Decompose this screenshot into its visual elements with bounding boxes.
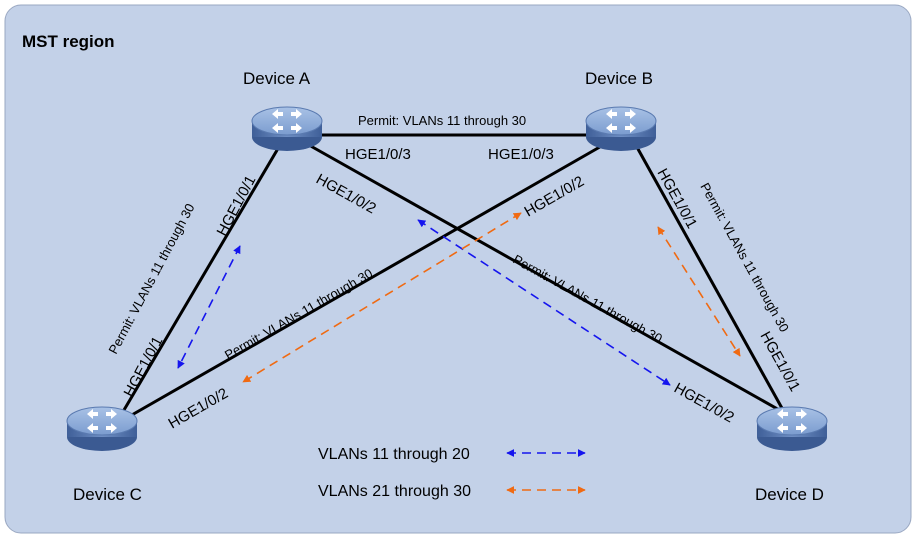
device-d-router-icon — [756, 406, 828, 452]
region-title: MST region — [22, 32, 115, 51]
port-b-to-a: HGE1/0/3 — [488, 146, 554, 163]
device-a-router-icon — [251, 106, 323, 152]
port-a-to-b: HGE1/0/3 — [345, 146, 411, 163]
device-b-router-icon — [585, 106, 657, 152]
device-c-label: Device C — [73, 485, 142, 504]
device-d-label: Device D — [755, 485, 824, 504]
legend-vlan-21-30-label: VLANs 21 through 30 — [318, 483, 471, 500]
device-c-router-icon — [66, 406, 138, 452]
permit-label-a-b: Permit: VLANs 11 through 30 — [358, 113, 526, 128]
vlan-21-30-arrow-b-c — [242, 212, 522, 383]
vlan-21-30-arrow-b-d — [657, 226, 741, 357]
device-a-label: Device A — [243, 69, 311, 88]
legend-vlan-11-20-label: VLANs 11 through 20 — [318, 446, 470, 463]
vlan-11-20-arrow-a-c — [177, 245, 241, 369]
device-b-label: Device B — [585, 69, 653, 88]
